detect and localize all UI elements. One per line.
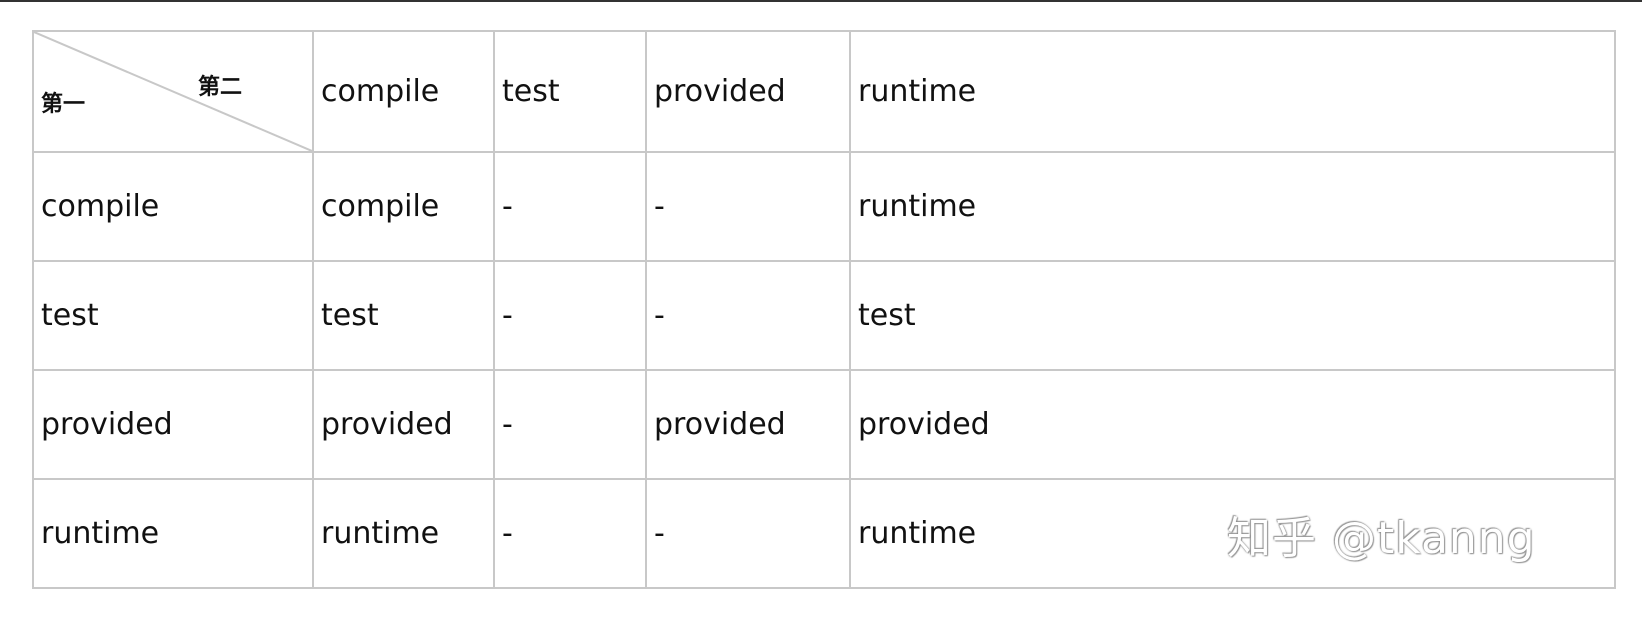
table-cell: provided xyxy=(312,369,495,480)
table-cell: - xyxy=(493,260,647,371)
row-header: provided xyxy=(32,369,314,480)
table-cell: - xyxy=(645,151,851,262)
corner-row-header: 第一 xyxy=(41,92,86,117)
header-row: 第二 第一 compile test provided runtime xyxy=(32,30,1616,153)
table-cell: compile xyxy=(312,151,495,262)
table-row: test test - - test xyxy=(32,260,1616,371)
table-cell: provided xyxy=(645,369,851,480)
table-row: compile compile - - runtime xyxy=(32,151,1616,262)
table-cell: - xyxy=(493,151,647,262)
column-header: provided xyxy=(645,30,851,153)
corner-column-header: 第二 xyxy=(198,75,243,100)
row-header: test xyxy=(32,260,314,371)
column-header: runtime xyxy=(849,30,1616,153)
table-cell: - xyxy=(645,478,851,589)
scope-table: 第二 第一 compile test provided runtime comp… xyxy=(32,30,1616,589)
table-row: runtime runtime - - runtime xyxy=(32,478,1616,589)
table-cell: test xyxy=(849,260,1616,371)
table-cell: - xyxy=(493,478,647,589)
row-header: compile xyxy=(32,151,314,262)
column-header: compile xyxy=(312,30,495,153)
table-cell: provided xyxy=(849,369,1616,480)
watermark: 知乎 @tkanng xyxy=(1227,513,1536,564)
table-cell: runtime xyxy=(849,478,1616,589)
table-row: provided provided - provided provided xyxy=(32,369,1616,480)
table-cell: - xyxy=(493,369,647,480)
column-header: test xyxy=(493,30,647,153)
table-cell: - xyxy=(645,260,851,371)
corner-cell: 第二 第一 xyxy=(32,30,314,153)
table-cell: runtime xyxy=(312,478,495,589)
table-cell: runtime xyxy=(849,151,1616,262)
table-cell: test xyxy=(312,260,495,371)
row-header: runtime xyxy=(32,478,314,589)
top-rule xyxy=(0,0,1642,2)
